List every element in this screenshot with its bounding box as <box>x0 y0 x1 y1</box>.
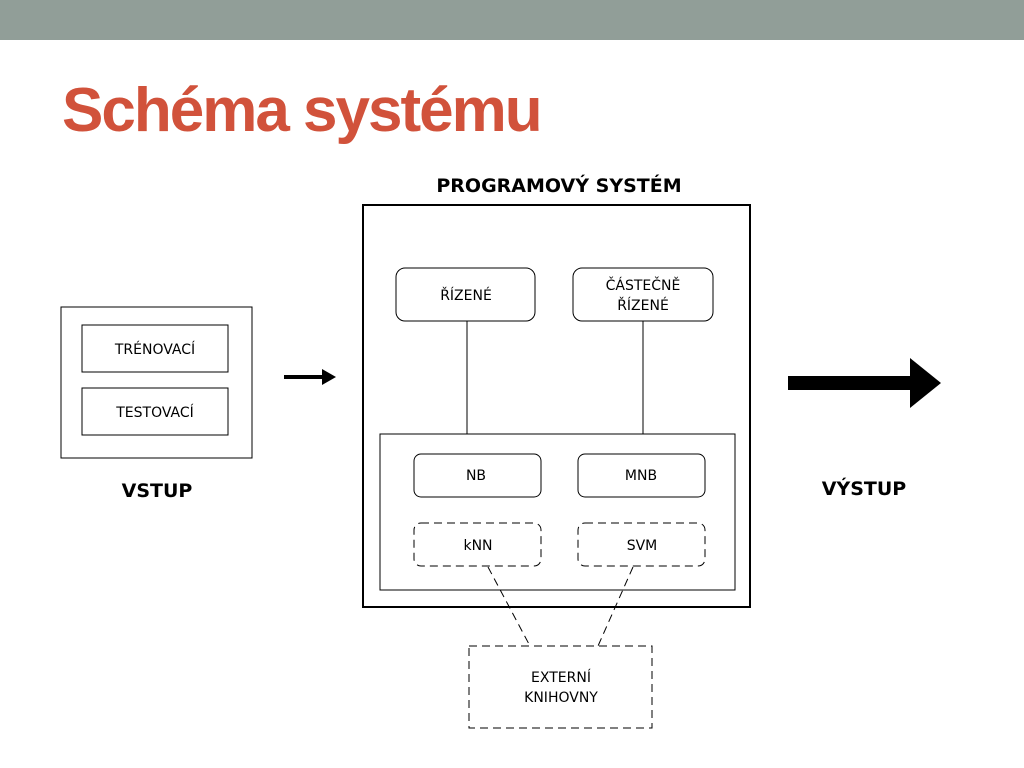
testing-data-label: TESTOVACÍ <box>115 404 194 421</box>
input-arrow-head <box>322 369 336 385</box>
input-frame <box>60 306 253 459</box>
knn-library-connector <box>487 566 531 647</box>
external-libraries-box <box>468 645 653 729</box>
output-arrow-shaft <box>788 376 912 390</box>
input-label: VSTUP <box>122 480 193 502</box>
training-data-label: TRÉNOVACÍ <box>114 341 195 358</box>
testing-data-box <box>81 387 229 436</box>
knn-label: kNN <box>463 538 492 554</box>
mnb-label: MNB <box>625 468 657 484</box>
supervised-box <box>395 267 536 322</box>
svm-label: SVM <box>627 538 658 554</box>
mnb-box <box>577 453 706 498</box>
supervised-label: ŘÍZENÉ <box>440 287 492 304</box>
system-title: PROGRAMOVÝ SYSTÉM <box>436 173 681 197</box>
nb-box <box>413 453 542 498</box>
nb-label: NB <box>466 468 486 484</box>
slide-title: Schéma systému <box>62 76 543 145</box>
svm-box <box>577 522 706 567</box>
knn-box <box>413 522 542 567</box>
semi-supervised-label-line-2: ŘÍZENÉ <box>617 297 669 314</box>
algorithms-frame <box>379 433 736 591</box>
external-libraries-label-line-2: KNIHOVNY <box>524 690 598 706</box>
svm-library-connector <box>597 566 634 647</box>
output-label: VÝSTUP <box>822 476 907 500</box>
output-arrow-head <box>910 358 941 408</box>
top-accent-bar <box>0 0 1024 40</box>
external-libraries-label-line-1: EXTERNÍ <box>531 669 591 686</box>
system-frame <box>362 204 751 608</box>
training-data-box <box>81 324 229 373</box>
semi-supervised-label-line-1: ČÁSTEČNĚ <box>606 276 681 294</box>
